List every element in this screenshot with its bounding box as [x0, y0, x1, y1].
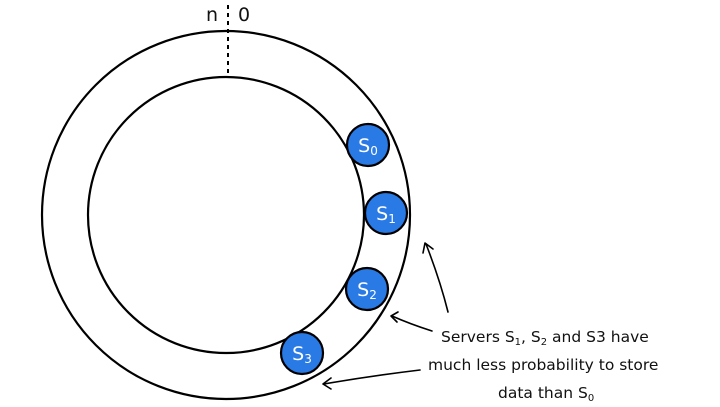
server-node-s3: S3 — [279, 330, 325, 376]
ring-start-label: 0 — [238, 4, 250, 26]
server-node-s0-circle — [345, 122, 391, 168]
server-node-s2: S2 — [344, 266, 390, 312]
arrow-to-s2 — [390, 311, 433, 332]
arrow-to-s2-head — [390, 311, 399, 323]
arrow-to-s3-head — [322, 377, 332, 390]
caption-line-1: Servers S1, S2 and S3 have — [441, 328, 649, 348]
arrow-to-s1-head — [422, 242, 434, 254]
arrow-to-s1 — [422, 242, 449, 313]
outer-ring — [40, 29, 412, 401]
server-node-s3-circle — [279, 330, 325, 376]
server-node-s3-label: S3 — [292, 343, 312, 366]
server-node-s2-label: S2 — [357, 279, 377, 302]
server-node-s2-circle — [344, 266, 390, 312]
server-node-s0: S0 — [345, 122, 391, 168]
arrow-to-s3-shaft — [323, 369, 421, 385]
caption-line-2: much less probability to store — [428, 356, 658, 374]
caption-line-3: data than S0 — [498, 384, 594, 404]
arrow-to-s3 — [322, 369, 421, 390]
arrow-to-s1-shaft — [425, 243, 449, 313]
server-node-s1-circle — [363, 190, 409, 236]
server-node-s0-label: S0 — [358, 135, 378, 158]
arrow-to-s2-shaft — [391, 315, 433, 332]
server-node-s1: S1 — [363, 190, 409, 236]
ring-end-label: n — [206, 4, 218, 26]
server-node-s1-label: S1 — [376, 203, 396, 226]
inner-ring — [86, 75, 366, 355]
